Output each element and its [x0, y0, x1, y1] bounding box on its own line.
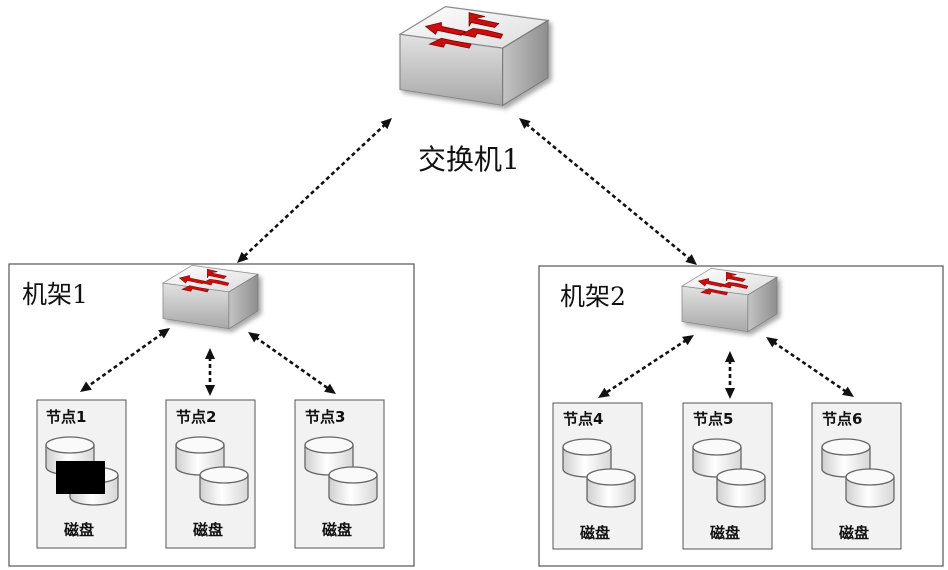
link-rack1-to-node1 — [80, 328, 170, 392]
disk-icon — [328, 466, 378, 506]
node-3-label: 节点3 — [305, 408, 345, 426]
link-rack2-to-node4 — [598, 335, 694, 398]
node-4: 节点4 磁盘 — [552, 402, 643, 550]
link-rack2-to-node5 — [725, 351, 735, 399]
core-switch-label: 交换机1 — [418, 143, 520, 176]
disk-label: 磁盘 — [580, 524, 610, 542]
node-4-label: 节点4 — [563, 410, 603, 428]
disk-label: 磁盘 — [64, 521, 94, 539]
redaction-block — [56, 461, 105, 494]
disk-icon — [199, 466, 249, 506]
node-5-label: 节点5 — [693, 410, 733, 428]
disk-icon — [586, 468, 636, 508]
link-core-to-rack1 — [237, 118, 392, 263]
node-6-label: 节点6 — [822, 410, 862, 428]
rack-2-label: 机架2 — [560, 282, 626, 311]
links-layer — [80, 118, 854, 399]
link-rack2-to-node6 — [766, 337, 854, 397]
disk-label: 磁盘 — [193, 521, 223, 539]
disk-icon — [716, 468, 766, 508]
node-2-label: 节点2 — [176, 408, 216, 426]
link-core-to-rack2 — [519, 118, 697, 265]
disk-label: 磁盘 — [839, 524, 869, 542]
link-rack1-to-node2 — [205, 348, 215, 396]
node-1-label: 节点1 — [46, 408, 86, 426]
link-rack1-to-node3 — [248, 332, 336, 394]
disk-icon — [845, 468, 895, 508]
disk-label: 磁盘 — [710, 524, 740, 542]
rack-1-switch-icon — [162, 264, 259, 330]
node-3: 节点3 磁盘 — [294, 399, 385, 549]
node-2: 节点2 磁盘 — [165, 399, 256, 549]
disk-label: 磁盘 — [322, 521, 352, 539]
node-6: 节点6 磁盘 — [811, 402, 902, 550]
core-switch-icon — [399, 6, 549, 106]
rack-2-switch-icon — [681, 267, 778, 333]
node-5: 节点5 磁盘 — [682, 402, 773, 550]
rack-1-label: 机架1 — [22, 280, 88, 309]
node-1: 节点1 磁盘 — [36, 399, 127, 549]
